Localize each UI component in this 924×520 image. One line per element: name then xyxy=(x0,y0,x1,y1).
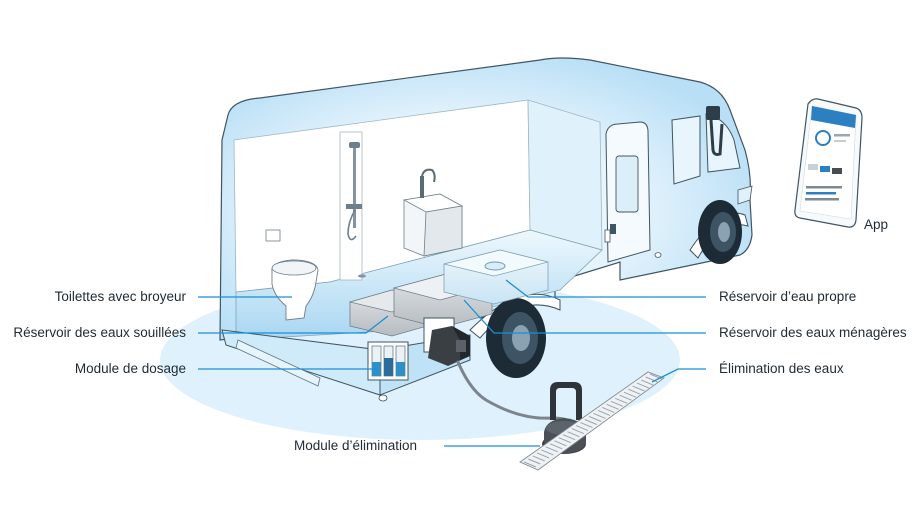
phone-app-graphic xyxy=(794,98,863,228)
label-water-disposal: Élimination des eaux xyxy=(719,361,844,376)
valve-block xyxy=(423,317,470,366)
leader-fresh xyxy=(505,279,706,298)
rear-wheel xyxy=(486,298,546,378)
label-toilet: Toilettes avec broyeur xyxy=(54,289,186,304)
label-fresh-water-tank: Réservoir d’eau propre xyxy=(719,289,857,304)
label-disposal-module: Module d’élimination xyxy=(294,438,418,453)
leader-drain xyxy=(651,368,706,383)
label-grey-water-tank: Réservoir des eaux ménagères xyxy=(719,325,907,340)
label-black-water-tank: Réservoir des eaux souillées xyxy=(13,325,186,340)
shower xyxy=(339,131,366,281)
fresh-water-tank xyxy=(443,249,549,305)
label-dosing-module: Module de dosage xyxy=(74,361,186,376)
dosing-module xyxy=(367,341,409,381)
toilet xyxy=(271,259,319,321)
leader-grey xyxy=(463,299,706,334)
front-wheel xyxy=(698,200,742,264)
leader-black-tank xyxy=(198,315,389,334)
label-app: App xyxy=(864,217,889,232)
sink-cabinet xyxy=(402,168,464,257)
leader-lines xyxy=(198,279,706,447)
wall-socket xyxy=(265,229,281,242)
drain-grate xyxy=(519,371,665,471)
